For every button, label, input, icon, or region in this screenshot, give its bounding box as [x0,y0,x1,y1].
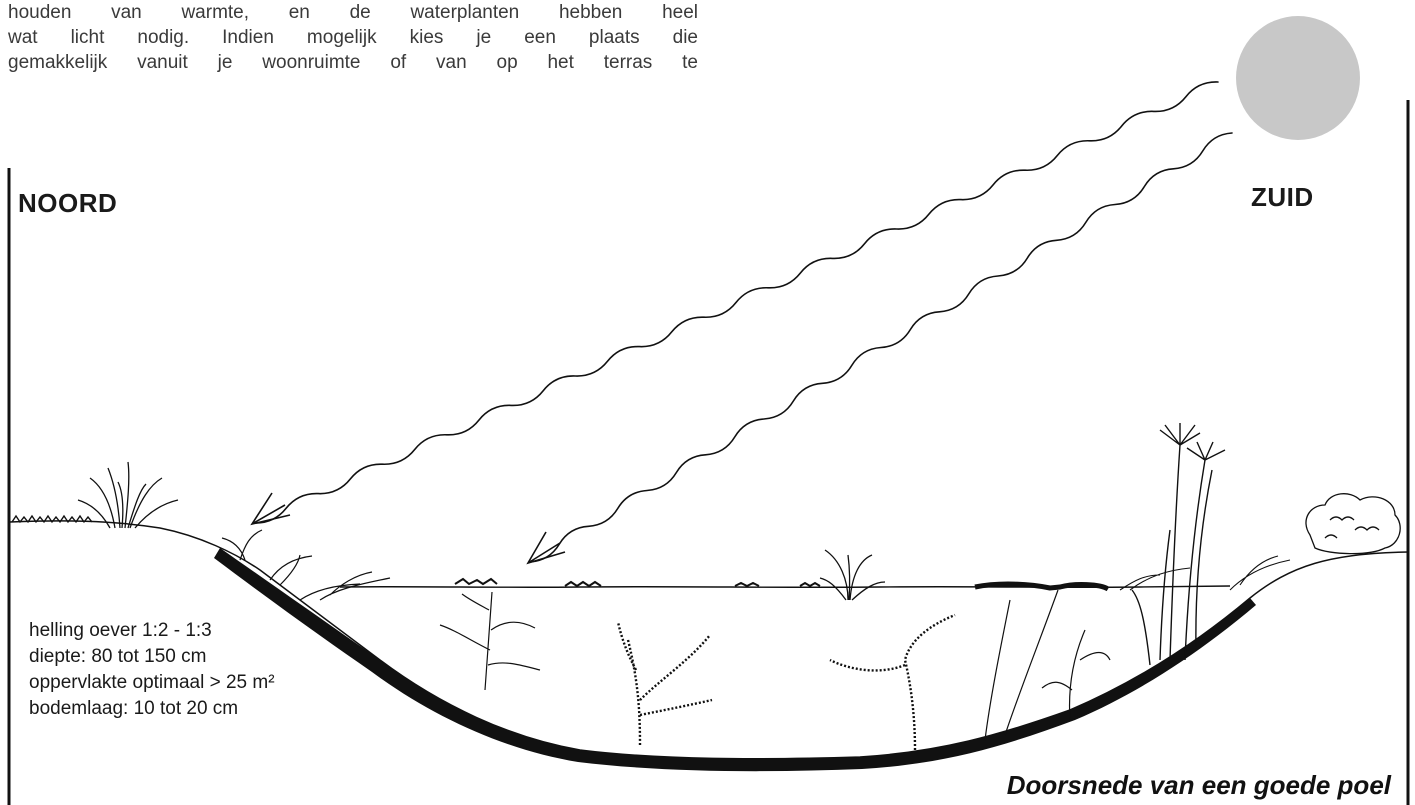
submerged-plant-left [440,592,540,690]
sun-ray-lower [530,133,1232,562]
arrowhead-lower [528,532,565,563]
spec-bottom-layer: bodemlaag: 10 tot 20 cm [29,696,275,722]
floating-leaves-dark [975,584,1108,589]
pond-specifications: helling oever 1:2 - 1:3 diepte: 80 tot 1… [29,618,275,722]
spec-slope: helling oever 1:2 - 1:3 [29,618,275,644]
sun-icon [1236,16,1360,140]
south-label: ZUID [1251,182,1314,213]
submerged-plant-right [830,615,955,750]
floating-plant-rosette [820,550,885,600]
arrowhead-upper [252,493,290,524]
diagram-caption: Doorsnede van een goede poel [1007,770,1391,801]
north-grass-tuft [78,462,178,528]
north-bank-plants [222,530,390,600]
pond-bottom-layer [214,548,1256,771]
south-shrub [1306,494,1400,554]
submerged-plant-center [618,622,712,745]
south-bank-grasses [1120,556,1290,590]
spec-depth: diepte: 80 tot 150 cm [29,644,275,670]
north-label: NOORD [18,188,117,219]
floating-duckweed [455,579,820,586]
sun-ray-upper [254,82,1218,523]
spec-surface-area: oppervlakte optimaal > 25 m² [29,670,275,696]
